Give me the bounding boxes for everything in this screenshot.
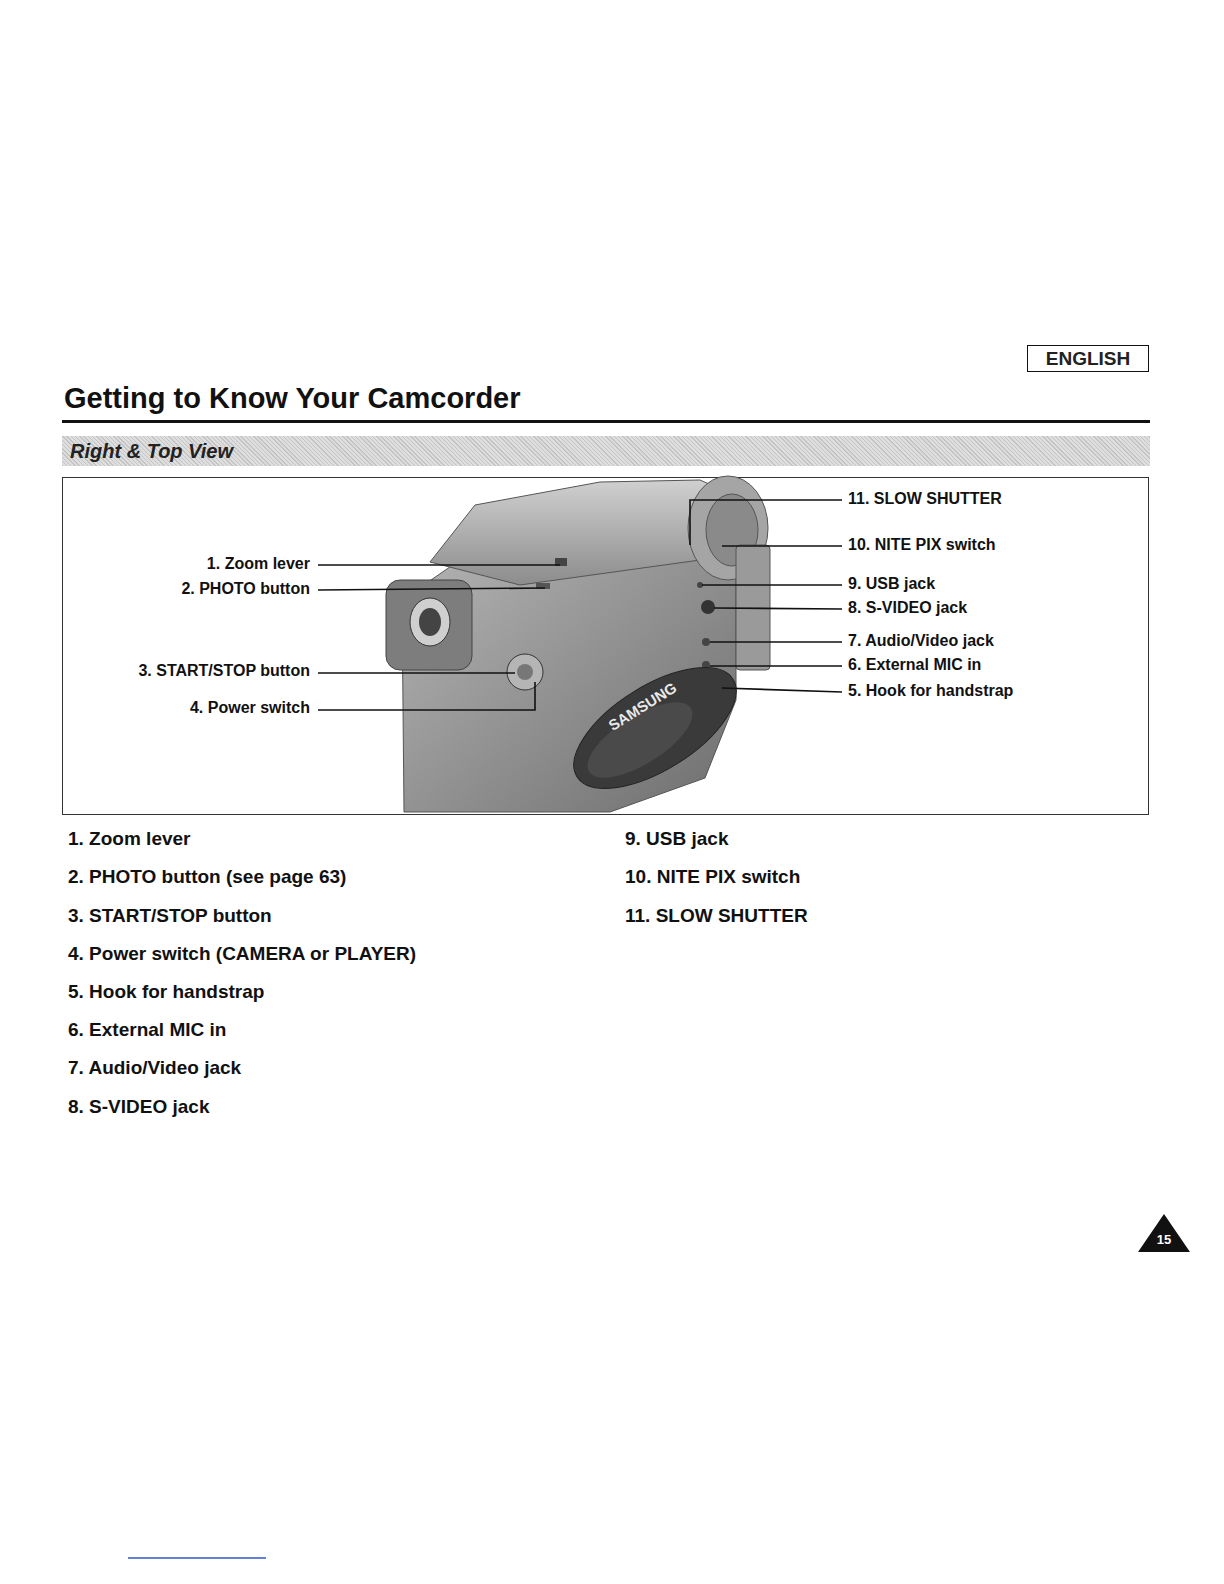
callout-label: 10. NITE PIX switch [848,536,996,554]
footer-rule [128,1557,266,1559]
part-list-item: 4. Power switch (CAMERA or PLAYER) [68,943,416,965]
part-list-item: 8. S-VIDEO jack [68,1096,210,1118]
callout-label: 4. Power switch [190,699,310,717]
part-list-item: 7. Audio/Video jack [68,1057,241,1079]
page-number-triangle: 15 [1138,1214,1190,1252]
callout-label: 6. External MIC in [848,656,981,674]
triangle-fill [1138,1214,1190,1252]
part-list-item: 2. PHOTO button (see page 63) [68,866,346,888]
part-list-item: 1. Zoom lever [68,828,191,850]
language-tab: ENGLISH [1027,345,1149,372]
section-band: Right & Top View [62,436,1150,466]
part-list-item: 10. NITE PIX switch [625,866,800,888]
part-list-item: 9. USB jack [625,828,729,850]
section-heading: Right & Top View [70,440,233,463]
page-number: 15 [1157,1232,1171,1247]
callout-label: 9. USB jack [848,575,935,593]
camcorder-illustration [386,476,770,812]
callout-label: 2. PHOTO button [181,580,310,598]
leader-lines [318,500,842,710]
heading-rule [62,420,1150,423]
callout-label: 3. START/STOP button [138,662,310,680]
part-list-item: 5. Hook for handstrap [68,981,264,1003]
language-label: ENGLISH [1046,348,1130,370]
callout-label: 11. SLOW SHUTTER [848,490,1002,508]
figure-frame [63,478,1149,815]
callout-label: 7. Audio/Video jack [848,632,994,650]
part-list-item: 3. START/STOP button [68,905,272,927]
part-list-item: 6. External MIC in [68,1019,226,1041]
page-title: Getting to Know Your Camcorder [64,382,521,415]
callout-label: 5. Hook for handstrap [848,682,1013,700]
callout-label: 8. S-VIDEO jack [848,599,967,617]
part-list-item: 11. SLOW SHUTTER [625,905,808,927]
callout-label: 1. Zoom lever [207,555,310,573]
